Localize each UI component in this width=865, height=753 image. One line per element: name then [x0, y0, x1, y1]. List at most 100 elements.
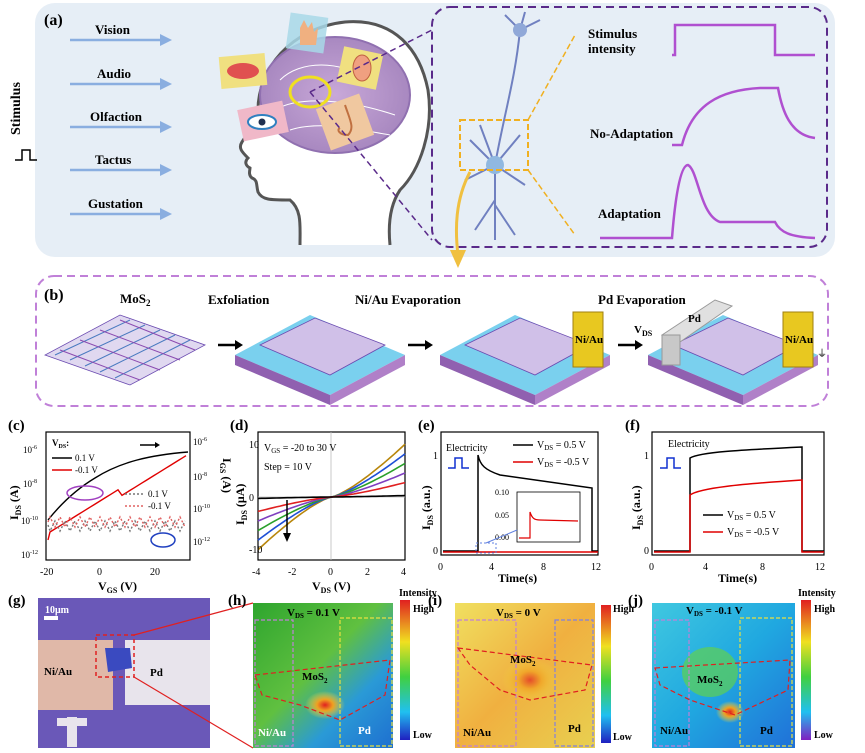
c-xtick-2: 20: [150, 567, 160, 578]
c-legend-0: 0.1 V: [75, 453, 95, 463]
d-annotation-1: VGS = -20 to 30 V: [264, 443, 337, 455]
e-xlabel: Time(s): [498, 571, 537, 585]
label-no-adaptation: No-Adaptation: [590, 126, 674, 141]
sense-gustation: Gustation: [88, 196, 144, 211]
d-xtick-4: 4: [401, 567, 406, 578]
h-vds: VDS = 0.1 V: [287, 607, 340, 620]
substrate-3: Ni/Au Pd VDS ⏚: [634, 299, 827, 405]
e-xtick-1: 4: [489, 562, 494, 573]
panel-c-series: [47, 451, 189, 541]
ground-icon: ⏚: [817, 348, 827, 360]
i-low: Low: [613, 732, 633, 743]
i-mos2: MoS2: [510, 654, 536, 668]
panel-a-label: (a): [44, 12, 63, 29]
h-low: Low: [413, 730, 433, 741]
e-xtick-2: 8: [541, 562, 546, 573]
panel-h: (h) VDS = 0.1 V MoS2 Ni/Au Pd Intensity …: [228, 588, 437, 748]
niau-label-2: Ni/Au: [785, 334, 813, 346]
i-high: High: [613, 604, 635, 615]
sense-audio: Audio: [97, 66, 131, 81]
e-ylabel: IDS (a.u.): [419, 485, 435, 530]
c-ytick-right-0: 10-6: [193, 437, 207, 447]
panel-f-plot-area: [651, 431, 825, 556]
no-adaptation-trace: [672, 86, 816, 147]
c-xtick-0: -20: [40, 567, 53, 578]
c-ytick-right-1: 10-8: [193, 472, 207, 482]
label-stimulus-intensity-1: Stimulus: [588, 26, 637, 41]
j-low: Low: [814, 730, 834, 741]
e-inset-series: [519, 511, 579, 539]
d-xtick-0: -4: [252, 567, 260, 578]
panel-i-label: (i): [428, 593, 442, 609]
svg-text:0: 0: [249, 493, 254, 504]
mos2-lattice-icon: [44, 314, 206, 386]
panel-f-label: (f): [625, 418, 640, 434]
sense-vision: Vision: [95, 22, 131, 37]
c-xtick-1: 0: [97, 567, 102, 578]
panel-i: (i) VDS = 0 V MoS2 Ni/Au Pd High Low: [428, 593, 635, 748]
f-series-pos: [654, 446, 824, 552]
panel-e-label: (e): [418, 418, 435, 434]
stimulus-trace: [672, 23, 815, 57]
d-xtick-3: 2: [365, 567, 370, 578]
e-xtick-0: 0: [438, 562, 443, 573]
c-ylabel-right: IGS (A): [218, 458, 234, 493]
h-mos2: MoS2: [302, 671, 328, 685]
step-exfoliation: Exfoliation: [208, 292, 270, 307]
panel-a: (a) Stimulus Vision Audio Olfaction Tact…: [9, 3, 835, 268]
step-niau-evaporation: Ni/Au Evaporation: [355, 292, 462, 307]
c-ytick-left-0: 10-6: [23, 445, 37, 455]
hand-icon: [300, 20, 318, 45]
scale-bar: [44, 616, 58, 620]
label-adaptation: Adaptation: [598, 206, 662, 221]
f-stimulus-label: Electricity: [668, 439, 710, 450]
panel-c-label: (c): [8, 418, 25, 434]
h-intensity: Intensity: [399, 588, 437, 599]
d-xtick-2: 0: [328, 567, 333, 578]
f-series-neg: [654, 479, 824, 553]
c-highlight-ellipse-1: [66, 485, 104, 501]
panel-j-label: (j): [628, 593, 643, 609]
c-legend-3: -0.1 V: [148, 501, 171, 511]
d-xtick-1: -2: [288, 567, 296, 578]
adaptation-trace: [600, 163, 816, 240]
j-high: High: [814, 604, 836, 615]
step-mos2: MoS2: [120, 291, 151, 308]
h-colorbar: [400, 600, 410, 740]
i-pd: Pd: [568, 723, 581, 735]
label-stimulus-intensity-2: intensity: [588, 41, 636, 56]
e-inset-ytick-2: 0.10: [495, 488, 509, 497]
e-ytick-0: 0: [433, 546, 438, 557]
h-map: [253, 603, 393, 748]
panel-b-label: (b): [44, 287, 64, 304]
panel-d: (d) VGS = -20 to 30 V Step = 10 V 10 0 -…: [230, 418, 406, 595]
i-vds: VDS = 0 V: [496, 607, 541, 620]
stimulus-pulse-icon: [15, 149, 37, 161]
f-xlabel: Time(s): [718, 571, 757, 585]
i-colorbar: [601, 605, 611, 743]
panel-h-label: (h): [228, 593, 246, 609]
sense-olfaction: Olfaction: [90, 109, 143, 124]
c-legend-2: 0.1 V: [148, 489, 168, 499]
f-xtick-1: 4: [703, 562, 708, 573]
svg-text:-10: -10: [249, 545, 262, 556]
g-niau-label: Ni/Au: [44, 666, 72, 678]
g-pd-label: Pd: [150, 667, 163, 679]
j-intensity: Intensity: [798, 588, 836, 599]
zoom-arrow: [454, 171, 472, 256]
j-niau: Ni/Au: [660, 725, 688, 737]
c-series-0: [47, 451, 189, 521]
panel-f: (f) Electricity VDS = 0.5 V VDS = -0.5 V…: [625, 418, 825, 585]
c-ytick-left-2: 10-10: [21, 516, 38, 526]
stimulus-label: Stimulus: [9, 82, 24, 135]
j-colorbar: [801, 600, 811, 740]
c-highlight-ellipse-2: [150, 532, 176, 548]
neuron-callout-box: [431, 6, 828, 248]
niau-label-1: Ni/Au: [575, 334, 603, 346]
substrate-1: [235, 315, 405, 405]
i-niau: Ni/Au: [463, 727, 491, 739]
svg-text:10: 10: [249, 440, 259, 451]
d-xlabel: VDS (V): [312, 579, 351, 595]
d-annotation-2: Step = 10 V: [264, 462, 313, 473]
e-series-pos: [443, 454, 598, 552]
